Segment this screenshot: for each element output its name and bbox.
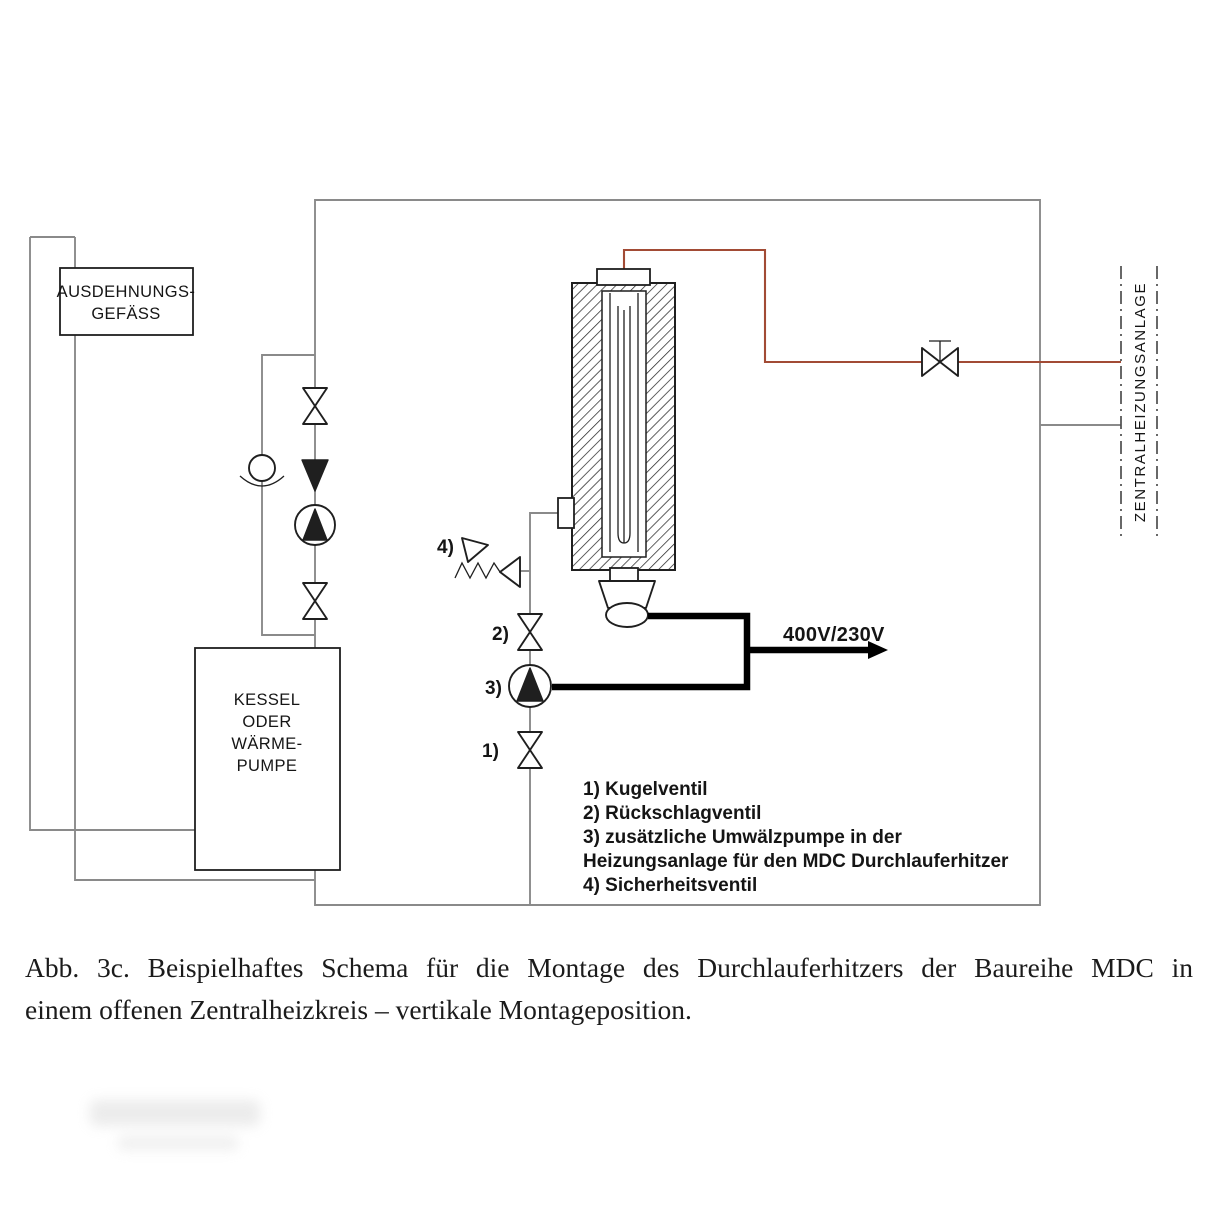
circulation-pump-icon (508, 664, 552, 708)
hot-piping (622, 248, 1121, 364)
boiler-label-4: PUMPE (237, 757, 298, 775)
central-heating-label: ZENTRALHEIZUNGSANLAGE (1132, 282, 1149, 522)
boiler: KESSEL ODER WÄRME- PUMPE (194, 647, 341, 871)
callout-2-label: 2) (492, 624, 509, 645)
power-cable: 400V/230V (552, 612, 888, 691)
heater-side-port (557, 497, 575, 529)
expansion-vessel-label-2: GEFÄSS (91, 305, 160, 323)
heater-electrical-cone (598, 580, 656, 609)
legend-line-3: 3) zusätzliche Umwälzpumpe in der (583, 827, 902, 848)
callout-3-label: 3) (485, 678, 502, 699)
heater-supply-pipe (529, 512, 562, 905)
boiler-circuit-fittings (239, 387, 336, 620)
heater-line-fittings: 4) 2) 3) 1) (437, 537, 552, 769)
hot-line-valve-icon (921, 340, 959, 377)
heater-top-cap (596, 268, 651, 286)
boiler-box (194, 647, 341, 871)
power-supply-label: 400V/230V (783, 624, 885, 646)
callout-1-label: 1) (482, 741, 499, 762)
boiler-parallel-pipe (261, 354, 315, 636)
boiler-label-3: WÄRME- (231, 735, 302, 753)
callout-4-label: 4) (437, 537, 454, 558)
expansion-right-pipe (74, 237, 315, 881)
heating-element (617, 306, 631, 544)
nonreturn-valve-icon (517, 613, 543, 651)
flow-heater-unit (557, 268, 676, 628)
boiler-label-2: ODER (242, 713, 291, 731)
hot-flow-pipe (622, 248, 1121, 364)
legend-line-5: 4) Sicherheitsventil (583, 875, 757, 896)
caption-line-1: Abb. 3c. Beispielhaftes Schema für die M… (25, 952, 1193, 983)
boiler-pump-icon (294, 504, 336, 546)
expansion-vessel-label-1: AUSDEHNUNGS- (57, 283, 196, 301)
heater-neck (609, 567, 639, 582)
legend-line-1: 1) Kugelventil (583, 779, 708, 800)
cable-to-pump (552, 612, 751, 691)
cable-arrowhead-icon (868, 641, 888, 659)
heater-electrical-head (605, 602, 649, 628)
shutoff-valve-bottom-icon (302, 582, 328, 620)
legend-line-4: Heizungsanlage für den MDC Durchlauferhi… (583, 851, 1009, 872)
central-heating-interface: ZENTRALHEIZUNGSANLAGE (1120, 266, 1158, 540)
expansion-left-pipe (29, 237, 196, 831)
legend: 1) Kugelventil 2) Rückschlagventil 3) zu… (583, 779, 1009, 896)
gauge-icon (239, 454, 285, 487)
shutoff-valve-top-icon (302, 387, 328, 425)
caption-line-2: einem offenen Zentralheizkreis – vertika… (25, 994, 692, 1025)
legend-line-2: 2) Rückschlagventil (583, 803, 761, 824)
expansion-vessel-box (59, 267, 194, 336)
check-valve-icon (301, 459, 329, 492)
boiler-label-1: KESSEL (234, 691, 301, 709)
figure-caption: Abb. 3c. Beispielhaftes Schema für die M… (25, 948, 1193, 1030)
safety-valve-icon (454, 537, 521, 588)
expansion-vessel: AUSDEHNUNGS- GEFÄSS (57, 267, 196, 336)
ball-valve-icon (517, 731, 543, 769)
